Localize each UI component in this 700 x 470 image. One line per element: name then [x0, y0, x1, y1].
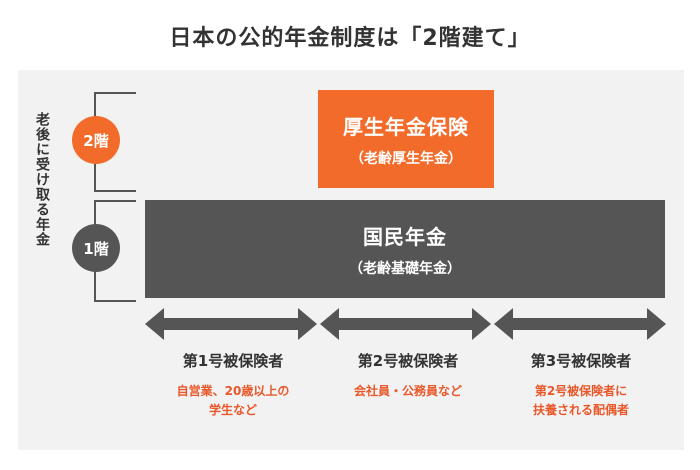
- category-note-3: 第2号被保険者に 扶養される配偶者: [493, 382, 669, 420]
- category-note-2-line1: 会社員・公務員など: [353, 384, 462, 398]
- employees-pension-sub: （老齢厚生年金）: [350, 150, 462, 167]
- diagram-title: 日本の公的年金制度は「2階建て」: [169, 26, 531, 51]
- employees-pension-box: 厚生年金保険 （老齢厚生年金）: [318, 90, 494, 188]
- category-title-3: 第3号被保険者: [530, 352, 632, 370]
- category-note-3-line1: 第2号被保険者に: [534, 384, 628, 398]
- national-pension-sub: （老齢基礎年金）: [349, 260, 461, 277]
- national-pension-box: 国民年金 （老齢基礎年金）: [145, 200, 665, 298]
- category-note-1-line1: 自営業、20歳以上の: [176, 384, 290, 398]
- category-note-3-line2: 扶養される配偶者: [532, 403, 629, 417]
- arrow-second-category: [320, 308, 491, 340]
- arrow-third-category: [494, 308, 666, 340]
- employees-pension-name: 厚生年金保険: [343, 114, 469, 139]
- category-note-1-line2: 学生など: [208, 403, 257, 417]
- category-title-2: 第2号被保険者: [357, 352, 459, 370]
- national-pension-name: 国民年金: [363, 224, 447, 249]
- coverage-arrows: [145, 308, 666, 340]
- category-note-2: 会社員・公務員など: [320, 382, 496, 401]
- tier1-badge: 1階: [72, 224, 120, 272]
- category-note-1: 自営業、20歳以上の 学生など: [145, 382, 321, 420]
- tier2-badge: 2階: [72, 116, 120, 164]
- arrow-first-category: [145, 308, 317, 340]
- category-title-1: 第1号被保険者: [182, 352, 284, 370]
- side-label: 老後に受け取る年金: [34, 112, 50, 247]
